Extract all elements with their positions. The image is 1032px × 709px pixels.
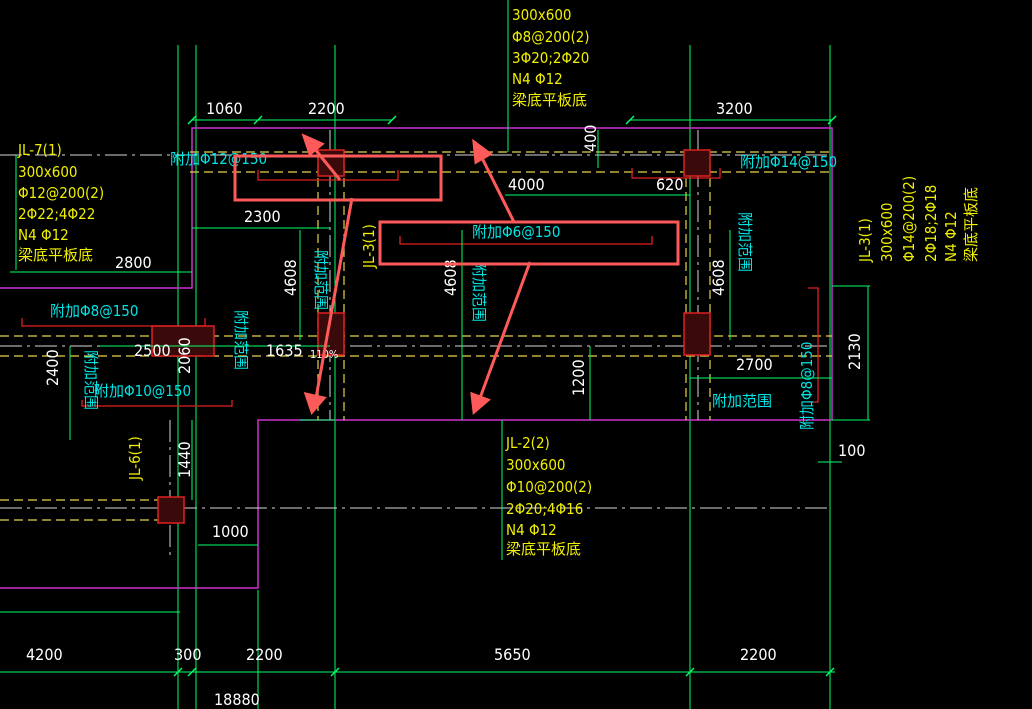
dim-2500: 2500	[134, 341, 171, 360]
beam-jl2-note: 梁底平板底	[506, 540, 581, 558]
range-label-2: 附加范围	[470, 262, 488, 322]
column-1	[317, 149, 345, 177]
dim-1440: 1440	[175, 441, 194, 478]
dimension-text: 1060 2200 3200 400 4000 620 2300 2800 46…	[26, 99, 865, 709]
annotation-arrows	[301, 133, 532, 415]
column-6	[157, 496, 185, 524]
beam-jl2-size: 300x600	[506, 456, 566, 474]
beam-jl3r-side: N4 Φ12	[942, 211, 960, 262]
dim-2800: 2800	[115, 253, 152, 272]
beam-top-bars: 3Φ20;2Φ20	[512, 49, 589, 67]
beam-jl6-name: JL-6(1)	[126, 436, 144, 481]
beam-label-jl3-right: JL-3(1) 300x600 Φ14@200(2) 2Φ18;2Φ18 N4 …	[856, 176, 980, 263]
beam-jl3r-stirrup: Φ14@200(2)	[900, 176, 918, 262]
dimension-lines	[10, 119, 870, 546]
dim-2200-top: 2200	[308, 99, 345, 118]
range-label-3: 附加范围	[736, 212, 754, 272]
dimension-ticks	[173, 115, 837, 677]
arrow-head-2	[303, 391, 327, 415]
range-label-5: 附加范围	[82, 350, 100, 410]
beam-jl3-mid-name: JL-3(1)	[360, 224, 378, 269]
dim-1060: 1060	[206, 99, 243, 118]
dim-2200-bottom-right: 2200	[740, 645, 777, 664]
beam-jl2-side: N4 Φ12	[506, 521, 557, 539]
dim-620: 620	[656, 175, 683, 194]
dim-1000: 1000	[212, 522, 249, 541]
beam-jl3r-name: JL-3(1)	[856, 218, 874, 263]
dim-3200: 3200	[716, 99, 753, 118]
beam-jl2-name: JL-2(2)	[505, 434, 550, 452]
beam-jl3r-note: 梁底平板底	[962, 187, 980, 262]
beam-jl7-stirrup: Φ12@200(2)	[18, 184, 104, 202]
rebar-lines	[21, 168, 819, 407]
column-4	[683, 312, 711, 356]
range-label-4: 附加范围	[232, 310, 250, 370]
beam-top-size: 300x600	[512, 6, 572, 24]
slab-edge	[0, 127, 833, 589]
arrow-head-3	[472, 138, 493, 165]
dim-4608-b: 4608	[441, 259, 460, 296]
dim-4608-a: 4608	[281, 259, 300, 296]
dim-2200-bottom: 2200	[246, 645, 283, 664]
dim-2060: 2060	[175, 337, 194, 374]
beam-jl3r-size: 300x600	[878, 203, 896, 263]
dim-1200: 1200	[569, 359, 588, 396]
beam-jl7-note: 梁底平板底	[18, 246, 93, 264]
column-5	[151, 325, 215, 357]
beam-label-top: 300x600 Φ8@200(2) 3Φ20;2Φ20 N4 Φ12 梁底平板底	[507, 0, 590, 152]
beam-jl7-size: 300x600	[18, 163, 78, 181]
arrow-head-4	[470, 391, 491, 415]
beam-label-jl2: JL-2(2) 300x600 Φ10@200(2) 2Φ20;4Φ16 N4 …	[501, 420, 592, 560]
beam-jl2-stirrup: Φ10@200(2)	[506, 478, 592, 496]
range-label-6: 附加范围	[712, 392, 772, 410]
highlight-box-1	[233, 154, 443, 202]
dim-4000: 4000	[508, 175, 545, 194]
columns	[151, 149, 711, 524]
dim-4608-c: 4608	[709, 259, 728, 296]
beam-label-jl7: JL-7(1) 300x600 Φ12@200(2) 2Φ22;4Φ22 N4 …	[15, 141, 104, 270]
rebar-note-phi12: 附加Φ12@150	[170, 150, 267, 168]
beam-jl2-bars: 2Φ20;4Φ16	[506, 500, 583, 518]
beam-top-side: N4 Φ12	[512, 70, 563, 88]
dim-4200: 4200	[26, 645, 63, 664]
beam-jl3r-bars: 2Φ18;2Φ18	[922, 185, 940, 262]
dim-300: 300	[174, 645, 201, 664]
rebar-notes: 附加Φ12@150 附加Φ6@150 附加Φ14@150 附加Φ8@150 附加…	[50, 150, 837, 430]
beam-top-note: 梁底平板底	[512, 91, 587, 109]
dim-100: 100	[838, 441, 865, 460]
dim-2130: 2130	[845, 333, 864, 370]
column-2	[683, 149, 711, 177]
dim-18880: 18880	[214, 690, 260, 709]
arrow-head-1	[301, 133, 325, 157]
rebar-note-phi10: 附加Φ10@150	[94, 382, 191, 400]
beam-top-stirrup: Φ8@200(2)	[512, 28, 590, 46]
rebar-note-phi14: 附加Φ14@150	[740, 153, 837, 171]
rebar-note-phi8-right: 附加Φ8@150	[798, 342, 816, 430]
dim-2300: 2300	[244, 207, 281, 226]
dim-5650: 5650	[494, 645, 531, 664]
range-label-1: 附加范围	[312, 250, 330, 310]
dim-2400: 2400	[43, 349, 62, 386]
dim-2700: 2700	[736, 355, 773, 374]
beam-jl7-bars: 2Φ22;4Φ22	[18, 205, 95, 223]
rebar-note-phi6: 附加Φ6@150	[472, 223, 560, 241]
dim-1635: 1635	[266, 341, 303, 360]
beam-jl7-name: JL-7(1)	[17, 141, 62, 159]
rebar-note-phi8-left: 附加Φ8@150	[50, 302, 138, 320]
beam-jl7-side: N4 Φ12	[18, 226, 69, 244]
dim-400: 400	[581, 125, 600, 152]
